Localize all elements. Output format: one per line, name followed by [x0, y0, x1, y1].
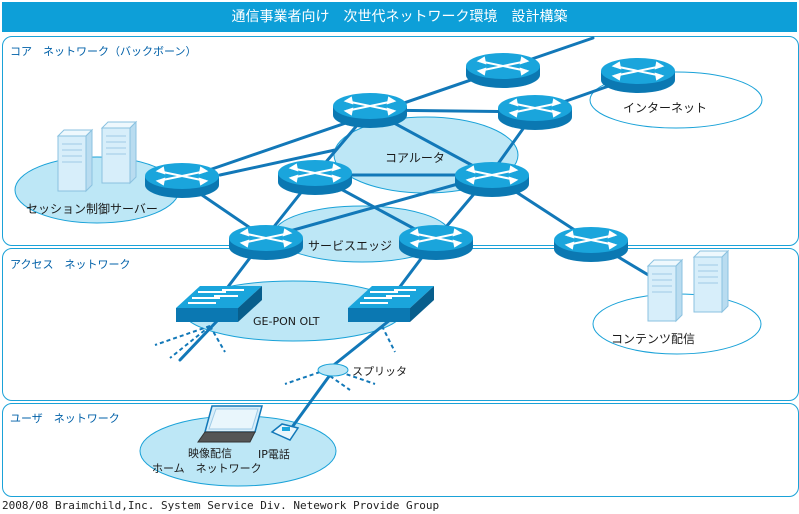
video-delivery-label: 映像配信	[188, 447, 232, 460]
core-network-label: コア ネットワーク（バックボーン）	[10, 45, 197, 58]
session-server-label: セッション制御サーバー	[26, 201, 158, 216]
splitter-drops	[154, 325, 396, 391]
core-router-icon-2	[497, 94, 573, 131]
phone-icon	[270, 423, 300, 441]
core-router-label: コアルータ	[385, 151, 445, 165]
core-router-top-icon	[465, 52, 541, 89]
core-router-icon-4	[454, 161, 530, 198]
service-edge-label: サービスエッジ	[308, 239, 392, 253]
page-title: 通信事業者向け 次世代ネットワーク環境 設計構築	[2, 2, 797, 32]
content-router-icon	[553, 226, 629, 263]
laptop-icon	[197, 405, 263, 443]
session-server-icon-1	[57, 129, 93, 192]
content-server-icon-1	[647, 259, 683, 322]
user-network-label: ユーザ ネットワーク	[10, 412, 120, 425]
core-router-icon-1	[332, 92, 408, 129]
access-network-label: アクセス ネットワーク	[10, 258, 131, 271]
home-network-label: ホーム ネットワーク	[152, 462, 262, 475]
session-router-icon	[144, 162, 220, 199]
internet-label: インターネット	[623, 101, 707, 115]
footer-credit: 2008/08 Braimchild,Inc. System Service D…	[2, 499, 440, 512]
splitter-label: スプリッタ	[352, 365, 407, 378]
content-server-icon-2	[693, 250, 729, 313]
session-server-icon-2	[101, 121, 137, 184]
internet-router-icon	[600, 57, 676, 94]
core-router-icon-3	[277, 159, 353, 196]
user-network-zone	[2, 403, 799, 497]
service-edge-router-icon-1	[228, 224, 304, 261]
content-delivery-label: コンテンツ配信	[611, 332, 695, 346]
splitter-node	[317, 363, 349, 377]
service-edge-router-icon-2	[398, 224, 474, 261]
ip-phone-label: IP電話	[258, 447, 290, 461]
gepon-olt-label: GE-PON OLT	[253, 315, 320, 328]
